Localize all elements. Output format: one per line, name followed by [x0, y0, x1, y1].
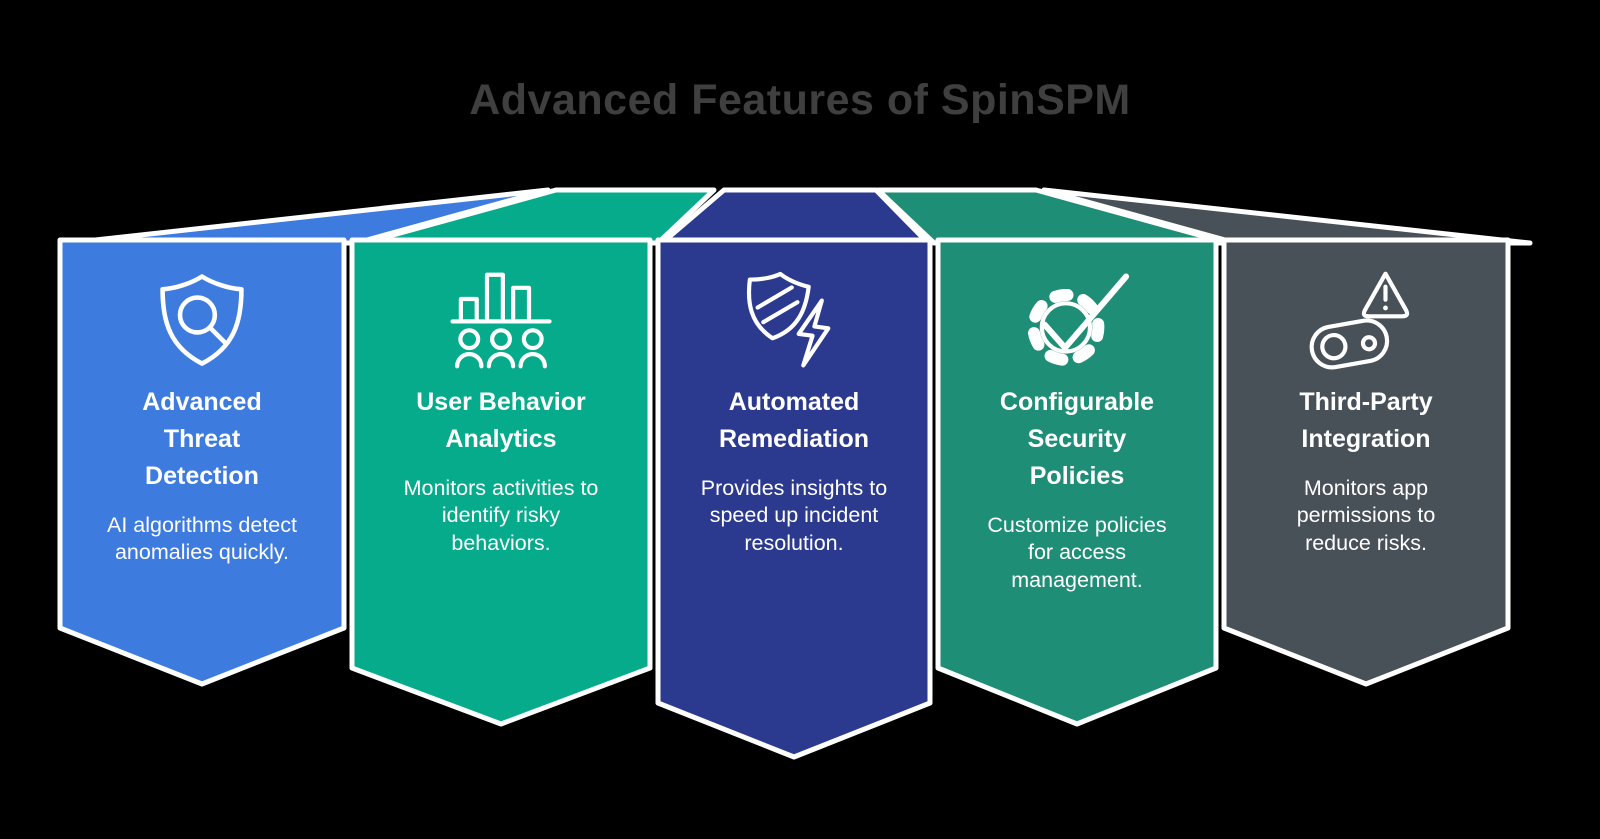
card-advanced-threat-detection: Advanced Threat Detection AI algorithms … [60, 240, 344, 567]
bar-chart-people-icon [352, 264, 650, 376]
card-title: User Behavior Analytics [416, 388, 586, 453]
card-description: Customize policies for access management… [987, 513, 1167, 592]
card-automated-remediation: Automated Remediation Provides insights … [658, 240, 930, 557]
card-title: Automated Remediation [718, 388, 870, 453]
card-user-behavior-analytics: User Behavior Analytics Monitors activit… [352, 240, 650, 557]
warning-link-icon [1224, 264, 1508, 376]
shield-lightning-icon [658, 264, 930, 376]
card-4-banner [935, 237, 1219, 727]
gear-checkmark-icon [938, 264, 1216, 376]
card-title: Third-Party Integration [1299, 388, 1433, 453]
card-third-party-integration: Third-Party Integration Monitors app per… [1224, 240, 1508, 557]
card-2-banner [349, 237, 653, 727]
card-configurable-security-policies: Configurable Security Policies Customize… [938, 240, 1216, 594]
card-description: Provides insights to speed up incident r… [700, 476, 888, 555]
shield-magnifier-icon [60, 264, 344, 376]
card-description: Monitors app permissions to reduce risks… [1296, 476, 1436, 555]
card-title: Advanced Threat Detection [142, 388, 262, 490]
card-description: AI algorithms detect anomalies quickly. [106, 513, 297, 565]
card-1-banner [57, 237, 347, 687]
card-3-banner [655, 237, 933, 760]
page-title: Advanced Features of SpinSPM [469, 76, 1131, 124]
card-5-banner [1221, 237, 1511, 687]
card-description: Monitors activities to identify risky be… [403, 476, 599, 555]
card-title: Configurable Security Policies [999, 388, 1155, 490]
